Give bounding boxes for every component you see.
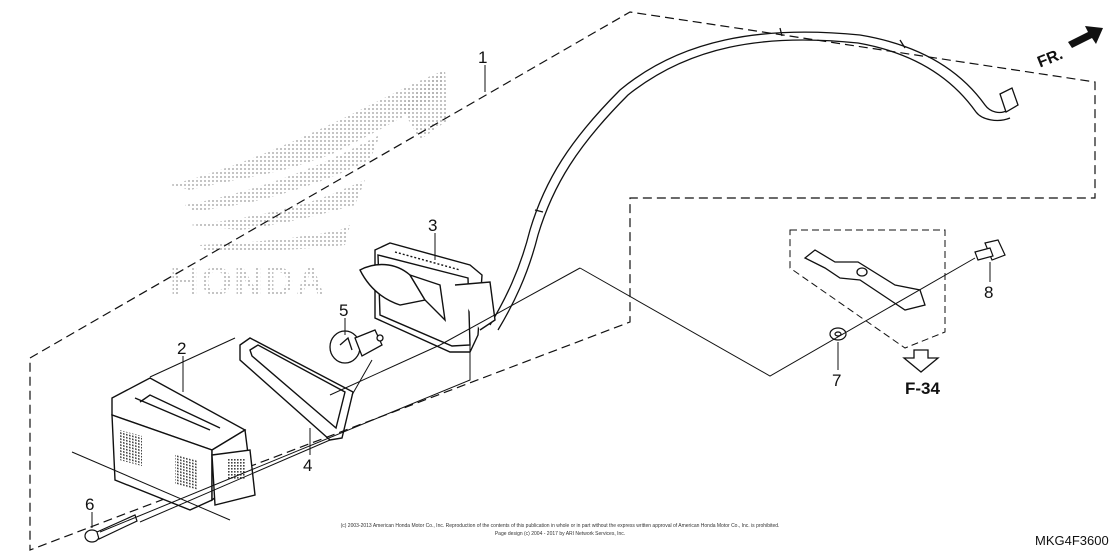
gasket (239, 337, 354, 441)
diagram-code: MKG4F3600 (1035, 533, 1109, 548)
front-label: FR. (1035, 46, 1065, 71)
part-label-6[interactable]: 6 (85, 495, 94, 514)
bulb (329, 329, 384, 364)
assembly-outline (29, 11, 1096, 551)
part-label-5[interactable]: 5 (339, 301, 348, 320)
reference-label[interactable]: F-34 (905, 379, 941, 398)
copyright-line-2: Page design (c) 2004 - 2017 by ARI Netwo… (495, 531, 625, 537)
part-label-3[interactable]: 3 (428, 216, 437, 235)
lamp-lens (111, 377, 256, 511)
part-label-1[interactable]: 1 (478, 48, 487, 67)
leader-lines (71, 65, 991, 533)
reference-arrow-icon (902, 349, 940, 373)
washer (829, 327, 847, 341)
copyright-line-1: (c) 2003-2013 American Honda Motor Co., … (341, 523, 780, 529)
part-label-7[interactable]: 7 (832, 371, 841, 390)
wire-harness (489, 27, 1019, 331)
bracket-outline (789, 229, 946, 349)
part-label-8[interactable]: 8 (984, 283, 993, 302)
bracket (803, 249, 926, 311)
honda-wing-logo (170, 70, 448, 252)
part-label-4[interactable]: 4 (303, 456, 312, 475)
honda-brand-watermark: HONDA (170, 260, 327, 304)
front-arrow-icon (1068, 26, 1103, 48)
bolt (974, 239, 1006, 261)
lamp-base (359, 242, 496, 353)
svg-text:HONDA: HONDA (170, 260, 327, 304)
part-label-2[interactable]: 2 (177, 339, 186, 358)
